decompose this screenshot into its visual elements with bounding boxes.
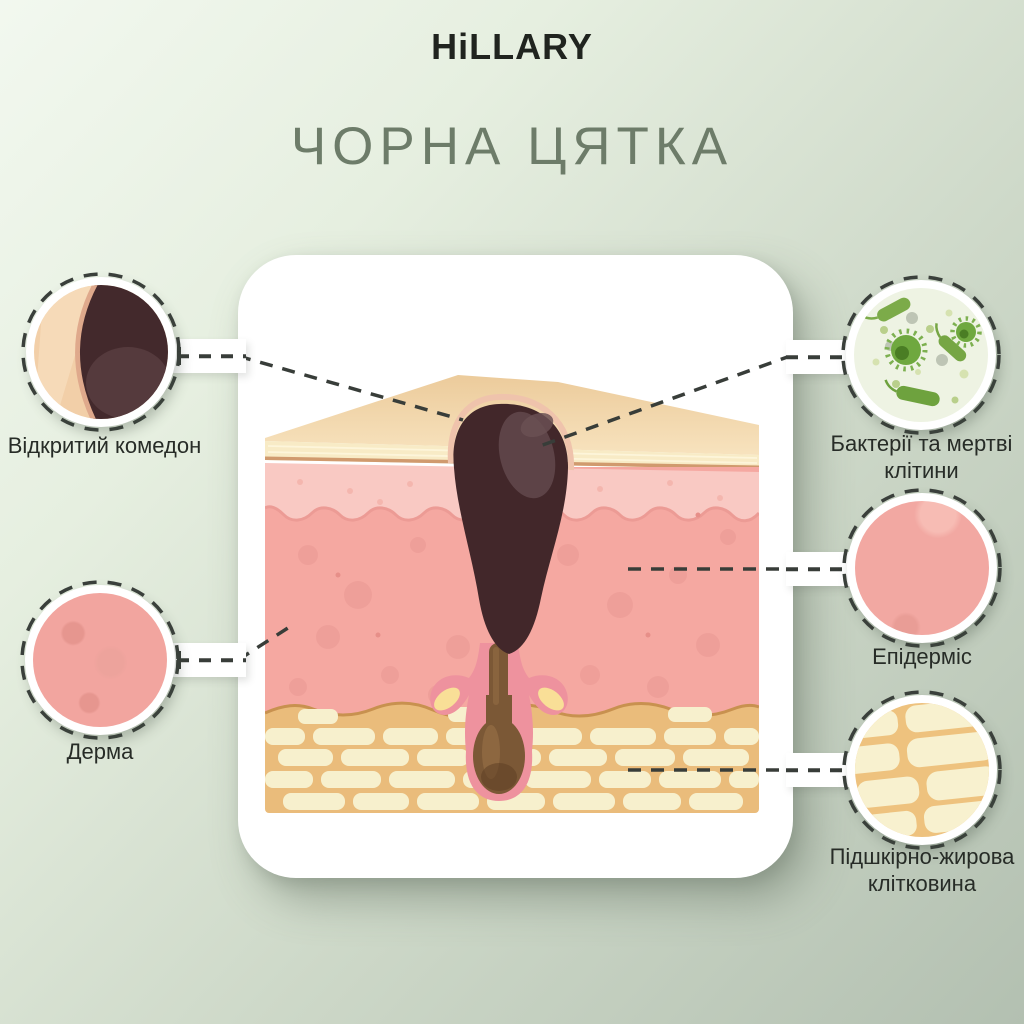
comedone-zoom-icon (34, 285, 168, 419)
callout-open-comedone (19, 270, 183, 434)
dashed-ring-icon (20, 580, 180, 740)
callout-fat (840, 688, 1004, 852)
callout-derma (18, 578, 182, 742)
fat-cells-icon (855, 703, 989, 837)
dashed-ring-icon (841, 275, 1001, 435)
dashed-ring-icon (842, 690, 1002, 850)
connector-derma (168, 643, 246, 677)
page-title: ЧОРНА ЦЯТКА (290, 117, 734, 176)
skin-cross-section-illustration (238, 353, 793, 813)
label-epidermis: Епідерміс (872, 644, 972, 669)
illustration-card (238, 255, 793, 878)
epidermis-zoom-icon (855, 501, 989, 635)
label-fat: Підшкірно-жирова клітковина (829, 844, 1015, 896)
dermis-zoom-icon (33, 593, 167, 727)
label-derma: Дерма (66, 739, 134, 764)
callout-epidermis (840, 486, 1004, 650)
callout-bacteria (839, 273, 1003, 437)
dashed-ring-icon (842, 488, 1002, 648)
label-open-comedone: Відкритий комедон (7, 433, 202, 458)
dashed-ring-icon (21, 272, 181, 432)
label-bacteria: Бактерії та мертві клітини (830, 431, 1013, 483)
brand-logo: HiLLARY (431, 26, 593, 67)
bacteria-icon (854, 288, 988, 422)
